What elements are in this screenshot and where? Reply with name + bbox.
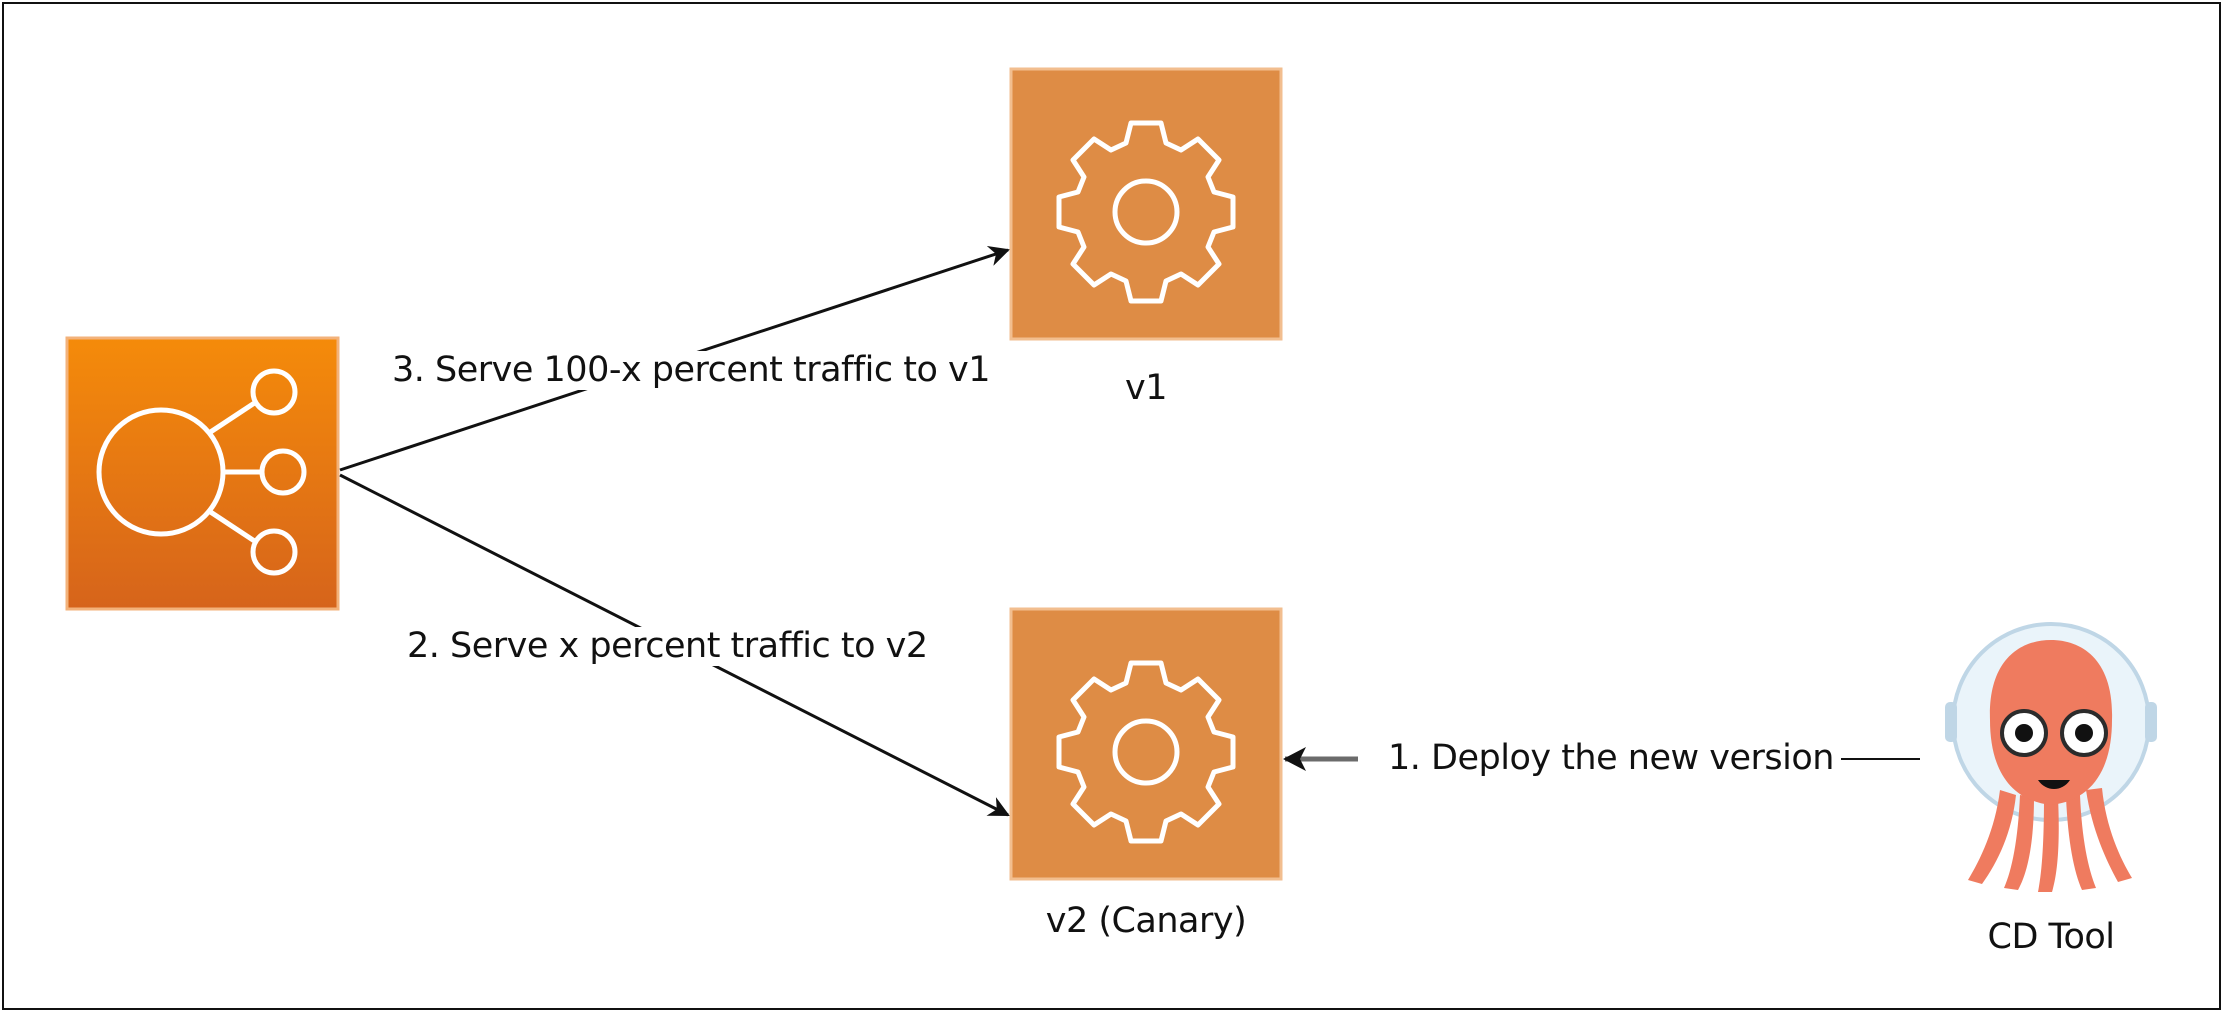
edge-deploy <box>1283 747 1920 771</box>
edge-label-traffic-v1: 3. Serve 100-x percent traffic to v1 <box>386 351 997 390</box>
edge-label-deploy: 1. Deploy the new version <box>1384 739 1838 778</box>
cd-tool-label: CD Tool <box>1987 917 2116 957</box>
gear-icon <box>1056 120 1236 304</box>
v1-label: v1 <box>1125 368 1167 408</box>
load-balancer-node <box>65 336 340 611</box>
v2-node <box>1009 607 1283 881</box>
gear-icon <box>1056 660 1236 844</box>
octopus-mascot-icon <box>1945 622 2157 892</box>
load-balancer-icon <box>96 368 307 576</box>
edge-label-traffic-v2: 2. Serve x percent traffic to v2 <box>401 627 934 666</box>
v2-label: v2 (Canary) <box>1045 901 1247 941</box>
v1-node <box>1009 67 1283 341</box>
